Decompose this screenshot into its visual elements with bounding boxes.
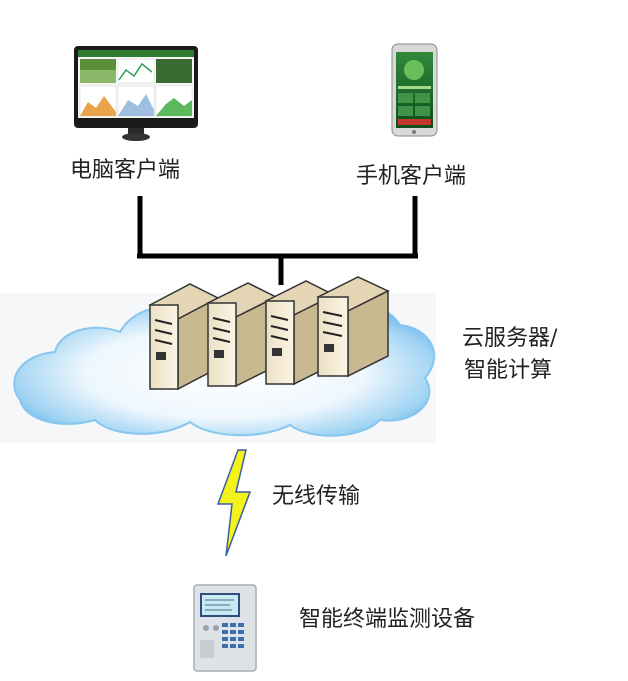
server-rack-icon xyxy=(148,276,390,391)
cloud-server-label-line1: 云服务器/ xyxy=(462,326,558,351)
terminal-device-icon xyxy=(193,584,257,672)
mobile-phone-icon xyxy=(391,43,438,137)
pc-client-label: 电脑客户端 xyxy=(70,158,181,183)
connector-lines xyxy=(137,196,418,285)
wireless-transmission-label: 无线传输 xyxy=(272,484,361,509)
desktop-monitor-icon xyxy=(74,46,198,141)
server-icon-4 xyxy=(316,276,390,378)
mobile-client-label: 手机客户端 xyxy=(356,164,467,189)
wireless-lightning-icon xyxy=(216,449,252,557)
cloud-server-label-line2: 智能计算 xyxy=(464,358,553,383)
terminal-device-label: 智能终端监测设备 xyxy=(299,607,476,632)
